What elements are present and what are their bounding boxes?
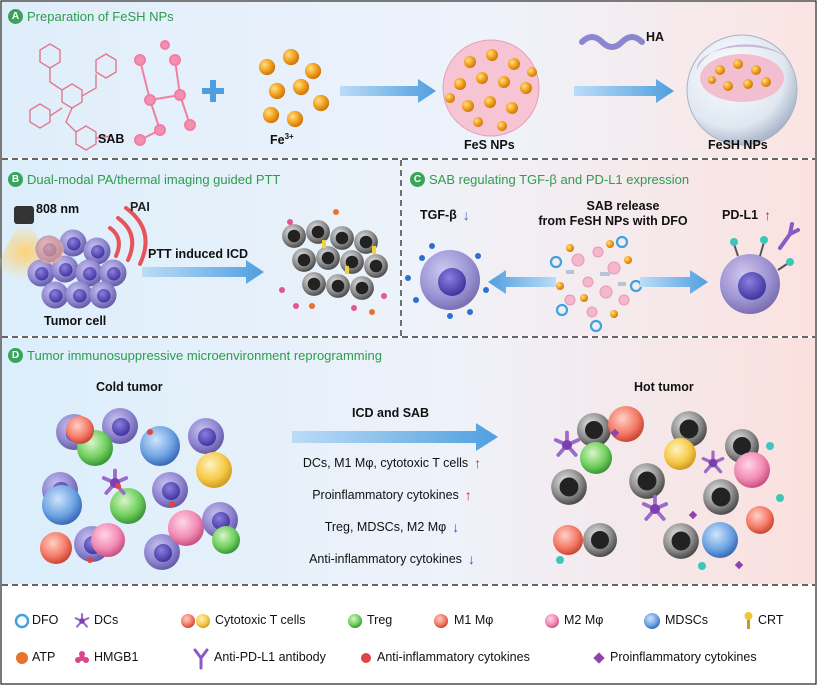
fe3-label: Fe3+ bbox=[270, 132, 294, 147]
panel-a-badge: A bbox=[8, 9, 23, 24]
legend-proinflammatory: Proinflammatory cytokines bbox=[610, 650, 757, 664]
legend-bg bbox=[2, 586, 815, 683]
fes-nanoparticle bbox=[442, 39, 540, 137]
panel-b-title-text: Dual-modal PA/thermal imaging guided PTT bbox=[27, 172, 281, 187]
pdl1-text: PD-L1 bbox=[722, 208, 759, 222]
panel-d-title: D Tumor immunosuppressive microenvironme… bbox=[8, 348, 382, 363]
effect-text: DCs, M1 Mφ, cytotoxic T cells bbox=[302, 456, 469, 470]
proinflammatory-legend-icon bbox=[593, 652, 605, 664]
legend-icons bbox=[14, 612, 753, 670]
dead-cell-cluster bbox=[279, 209, 388, 315]
legend-dcs: DCs bbox=[94, 613, 119, 627]
effect-down-arrow: ↓ bbox=[452, 519, 460, 535]
cytotoxic-t-red-legend-icon bbox=[181, 614, 195, 628]
pai-label: PAI bbox=[130, 200, 150, 214]
effect-text: Anti-inflammatory cytokines bbox=[309, 552, 462, 566]
pai-waves bbox=[108, 206, 148, 266]
tumor-cell-label: Tumor cell bbox=[44, 314, 107, 328]
laser-label: 808 nm bbox=[36, 202, 80, 216]
fe-label-superscript: 3+ bbox=[284, 132, 294, 141]
panel-d-badge: D bbox=[8, 348, 23, 363]
tumor-cell-cluster bbox=[27, 229, 127, 309]
panel-c-title-text: SAB regulating TGF-β and PD-L1 expressio… bbox=[429, 172, 690, 187]
legend-hmgb1: HMGB1 bbox=[94, 650, 139, 664]
legend-m1: M1 Mφ bbox=[454, 613, 494, 627]
atp-legend-icon bbox=[16, 652, 28, 664]
ha-polymer bbox=[579, 34, 645, 50]
effect-up-arrow: ↑ bbox=[464, 487, 472, 503]
legend-m2: M2 Mφ bbox=[564, 613, 604, 627]
effect-up-arrow: ↑ bbox=[474, 455, 482, 471]
legend-atp: ATP bbox=[32, 650, 56, 664]
legend-crt: CRT bbox=[758, 613, 784, 627]
effect-row: Anti-inflammatory cytokines ↓ bbox=[282, 551, 502, 567]
sab-release-label: SAB release from FeSH NPs with DFO bbox=[538, 199, 698, 229]
m1-legend-icon bbox=[434, 614, 448, 628]
panel-a-bg bbox=[2, 2, 815, 158]
tgf-beta-label: TGF-β ↓ bbox=[420, 207, 470, 223]
fe-label-text: Fe bbox=[270, 133, 285, 148]
tgf-beta-down-arrow: ↓ bbox=[462, 207, 470, 223]
pdl1-up-arrow: ↑ bbox=[764, 207, 772, 223]
panel-b-badge: B bbox=[8, 172, 23, 187]
hot-tumor-label: Hot tumor bbox=[634, 380, 694, 394]
tgf-cell bbox=[405, 243, 489, 319]
sab-label: SAB bbox=[98, 132, 125, 146]
sab-3d-structure bbox=[134, 40, 196, 146]
arrow-a2 bbox=[574, 79, 674, 103]
treg-legend-icon bbox=[348, 614, 362, 628]
plus-sign bbox=[202, 80, 224, 102]
tgf-beta-text: TGF-β bbox=[420, 208, 457, 222]
legend-anti-inflammatory: Anti-inflammatory cytokines bbox=[377, 650, 530, 664]
fesh-nanoparticle bbox=[686, 34, 798, 146]
sab-release-line1: SAB release bbox=[586, 199, 660, 213]
sab-structure-left bbox=[29, 43, 117, 151]
cytotoxic-t-yellow-legend-icon bbox=[196, 614, 210, 628]
icd-sab-label: ICD and SAB bbox=[352, 406, 430, 420]
mdscs-legend-icon bbox=[644, 613, 660, 629]
sab-release-cluster bbox=[549, 235, 643, 333]
fes-nps-label: FeS NPs bbox=[464, 138, 515, 152]
panel-b-title: B Dual-modal PA/thermal imaging guided P… bbox=[8, 172, 280, 187]
dfo-legend-icon bbox=[14, 613, 30, 629]
pdl1-cell bbox=[720, 222, 800, 314]
fesh-nps-label: FeSH NPs bbox=[708, 138, 768, 152]
effect-row: Treg, MDSCs, M2 Mφ ↓ bbox=[282, 519, 502, 535]
legend-anti-pdl1: Anti-PD-L1 antibody bbox=[214, 650, 326, 664]
effect-row: DCs, M1 Mφ, cytotoxic T cells ↑ bbox=[282, 455, 502, 471]
ha-label: HA bbox=[646, 30, 665, 44]
hmgb1-legend-icon bbox=[75, 651, 89, 663]
cold-tumor-cluster bbox=[40, 408, 240, 570]
effect-down-arrow: ↓ bbox=[467, 551, 475, 567]
legend-treg: Treg bbox=[367, 613, 393, 627]
arrow-c-left bbox=[488, 270, 556, 294]
legend-dfo: DFO bbox=[32, 613, 59, 627]
panel-c-title: C SAB regulating TGF-β and PD-L1 express… bbox=[410, 172, 689, 187]
arrow-d bbox=[292, 423, 498, 451]
crt-legend-icon bbox=[744, 612, 753, 629]
cold-tumor-label: Cold tumor bbox=[96, 380, 163, 394]
legend-mdscs: MDSCs bbox=[665, 613, 709, 627]
panel-d-title-text: Tumor immunosuppressive microenvironment… bbox=[27, 348, 382, 363]
panel-c-badge: C bbox=[410, 172, 425, 187]
anti-pdl1-legend-icon bbox=[193, 648, 209, 670]
anti-inflammatory-legend-icon bbox=[361, 653, 371, 663]
arrow-a1 bbox=[340, 79, 436, 103]
effect-text: Proinflammatory cytokines bbox=[312, 488, 459, 502]
panel-a-title-text: Preparation of FeSH NPs bbox=[27, 9, 174, 24]
effect-row: Proinflammatory cytokines ↑ bbox=[282, 487, 502, 503]
pdl1-label: PD-L1 ↑ bbox=[722, 207, 771, 223]
arrow-b bbox=[142, 260, 264, 284]
legend-cytotoxic-t: Cytotoxic T cells bbox=[215, 613, 306, 627]
effect-text: Treg, MDSCs, M2 Mφ bbox=[324, 520, 447, 534]
panel-a-title: A Preparation of FeSH NPs bbox=[8, 9, 174, 24]
ptt-icd-label: PTT induced ICD bbox=[148, 247, 248, 261]
arrow-c-right bbox=[640, 270, 708, 294]
hot-tumor-cluster bbox=[551, 406, 784, 570]
sab-release-line2: from FeSH NPs with DFO bbox=[538, 214, 688, 228]
m2-legend-icon bbox=[545, 614, 559, 628]
